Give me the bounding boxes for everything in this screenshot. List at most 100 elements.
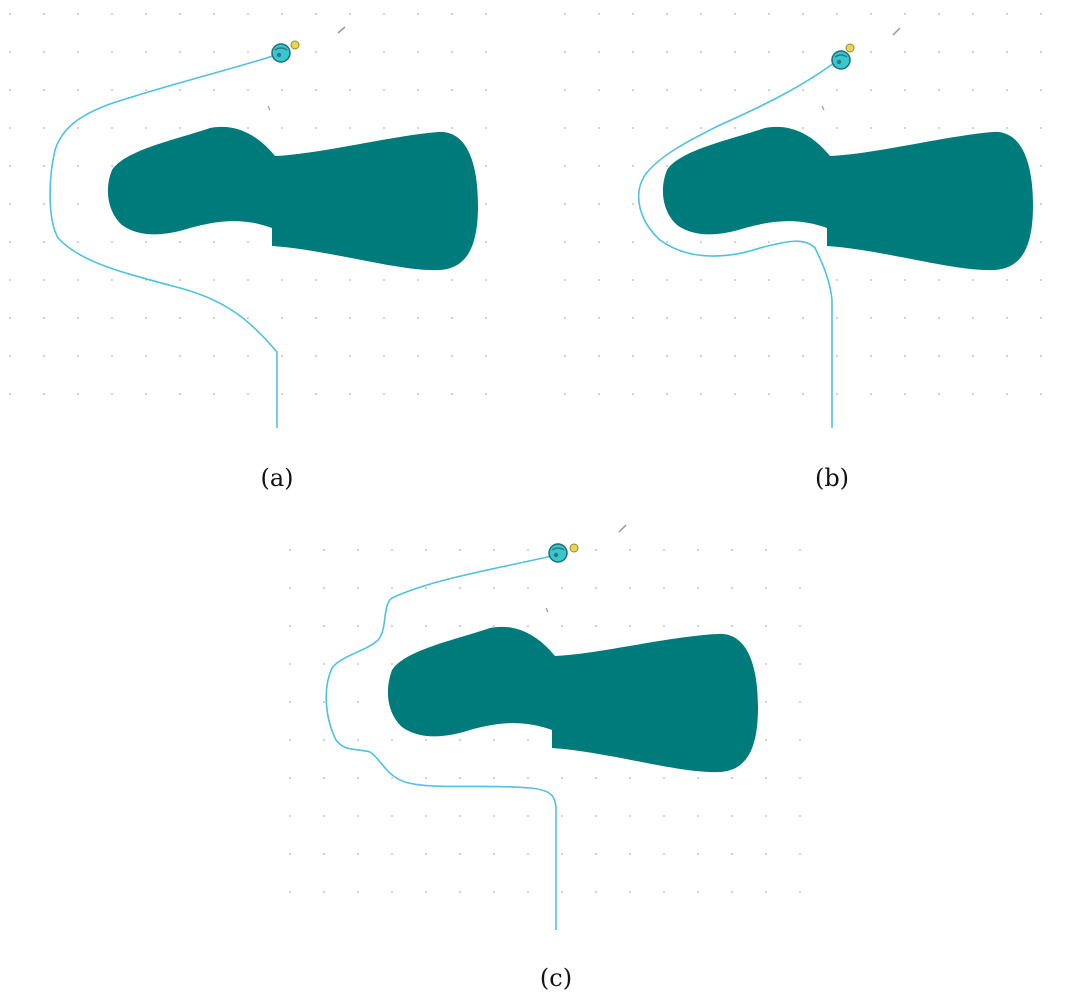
grid-dot [768, 279, 770, 281]
grid-dot [836, 355, 838, 357]
grid-dot [700, 241, 702, 243]
grid-dot [281, 393, 283, 395]
grid-dot [663, 815, 665, 817]
grid-dot [289, 815, 291, 817]
grid-dot [564, 165, 566, 167]
grid-dot [1006, 279, 1008, 281]
grid-dot [1040, 203, 1042, 205]
grid-dot [527, 891, 529, 893]
grid-dot [459, 853, 461, 855]
grid-dot [632, 127, 634, 129]
grid-dot [459, 587, 461, 589]
grid-dot [247, 13, 249, 15]
grid-dot [1006, 355, 1008, 357]
grid-dot [9, 393, 11, 395]
grid-dot [281, 13, 283, 15]
grid-dot [938, 393, 940, 395]
grid-dot [697, 549, 699, 551]
grid-dot [289, 549, 291, 551]
grid-dot [564, 317, 566, 319]
grid-dot [391, 739, 393, 741]
grid-dot [485, 165, 487, 167]
grid-dot [315, 355, 317, 357]
grid-dot [697, 777, 699, 779]
heading-tick [545, 607, 549, 613]
grid-dot [802, 13, 804, 15]
grid-dot [281, 317, 283, 319]
grid-dot [799, 587, 801, 589]
grid-dot [9, 51, 11, 53]
grid-dot [213, 89, 215, 91]
grid-dot [391, 663, 393, 665]
grid-dot [1040, 279, 1042, 281]
grid-dot [77, 317, 79, 319]
grid-dot [663, 625, 665, 627]
grid-dot [247, 317, 249, 319]
grid-dot [632, 51, 634, 53]
heading-tick [618, 524, 627, 533]
grid-dot [632, 203, 634, 205]
grid-dot [315, 13, 317, 15]
robot-path [637, 59, 839, 428]
grid-dot [700, 127, 702, 129]
grid-dot [247, 279, 249, 281]
grid-dot [383, 317, 385, 319]
grid-dot [485, 89, 487, 91]
heading-tick [267, 105, 271, 111]
grid-dot [323, 549, 325, 551]
grid-dot [666, 279, 668, 281]
grid-dot [9, 203, 11, 205]
grid-dot [629, 549, 631, 551]
grid-dot [700, 393, 702, 395]
grid-dot [9, 89, 11, 91]
grid-dot [9, 127, 11, 129]
grid-dot [595, 815, 597, 817]
grid-dot [323, 701, 325, 703]
grid-dot [663, 891, 665, 893]
grid-dot [564, 127, 566, 129]
grid-dot [1006, 51, 1008, 53]
grid-dot [425, 625, 427, 627]
robot-path [325, 555, 557, 930]
grid-dot [77, 165, 79, 167]
grid-dot [632, 165, 634, 167]
grid-dot [43, 279, 45, 281]
grid-dot [425, 549, 427, 551]
grid-dot [349, 279, 351, 281]
grid-dot [836, 279, 838, 281]
grid-dot [417, 127, 419, 129]
grid-dot [1006, 89, 1008, 91]
grid-dot [765, 625, 767, 627]
grid-dot [9, 279, 11, 281]
grid-dot [417, 393, 419, 395]
grid-dot [1006, 13, 1008, 15]
panel-c [280, 510, 820, 950]
grid-dot [802, 89, 804, 91]
grid-dot [77, 127, 79, 129]
grid-dot [493, 587, 495, 589]
grid-dot [598, 13, 600, 15]
target-marker-icon [845, 43, 855, 53]
grid-dot [765, 777, 767, 779]
grid-dot [972, 393, 974, 395]
grid-dot [1040, 355, 1042, 357]
grid-dot [564, 355, 566, 357]
grid-dot [700, 279, 702, 281]
grid-dot [802, 51, 804, 53]
grid-dot [213, 279, 215, 281]
grid-dot [451, 317, 453, 319]
grid-dot [459, 777, 461, 779]
grid-dot [904, 51, 906, 53]
grid-dot [77, 393, 79, 395]
grid-dot [629, 815, 631, 817]
grid-dot [493, 815, 495, 817]
grid-dot [43, 51, 45, 53]
grid-dot [666, 13, 668, 15]
grid-dot [1040, 51, 1042, 53]
grid-dot [111, 127, 113, 129]
grid-dot [598, 51, 600, 53]
grid-dot [323, 625, 325, 627]
grid-dot [459, 815, 461, 817]
grid-dot [43, 127, 45, 129]
grid-dot [111, 165, 113, 167]
